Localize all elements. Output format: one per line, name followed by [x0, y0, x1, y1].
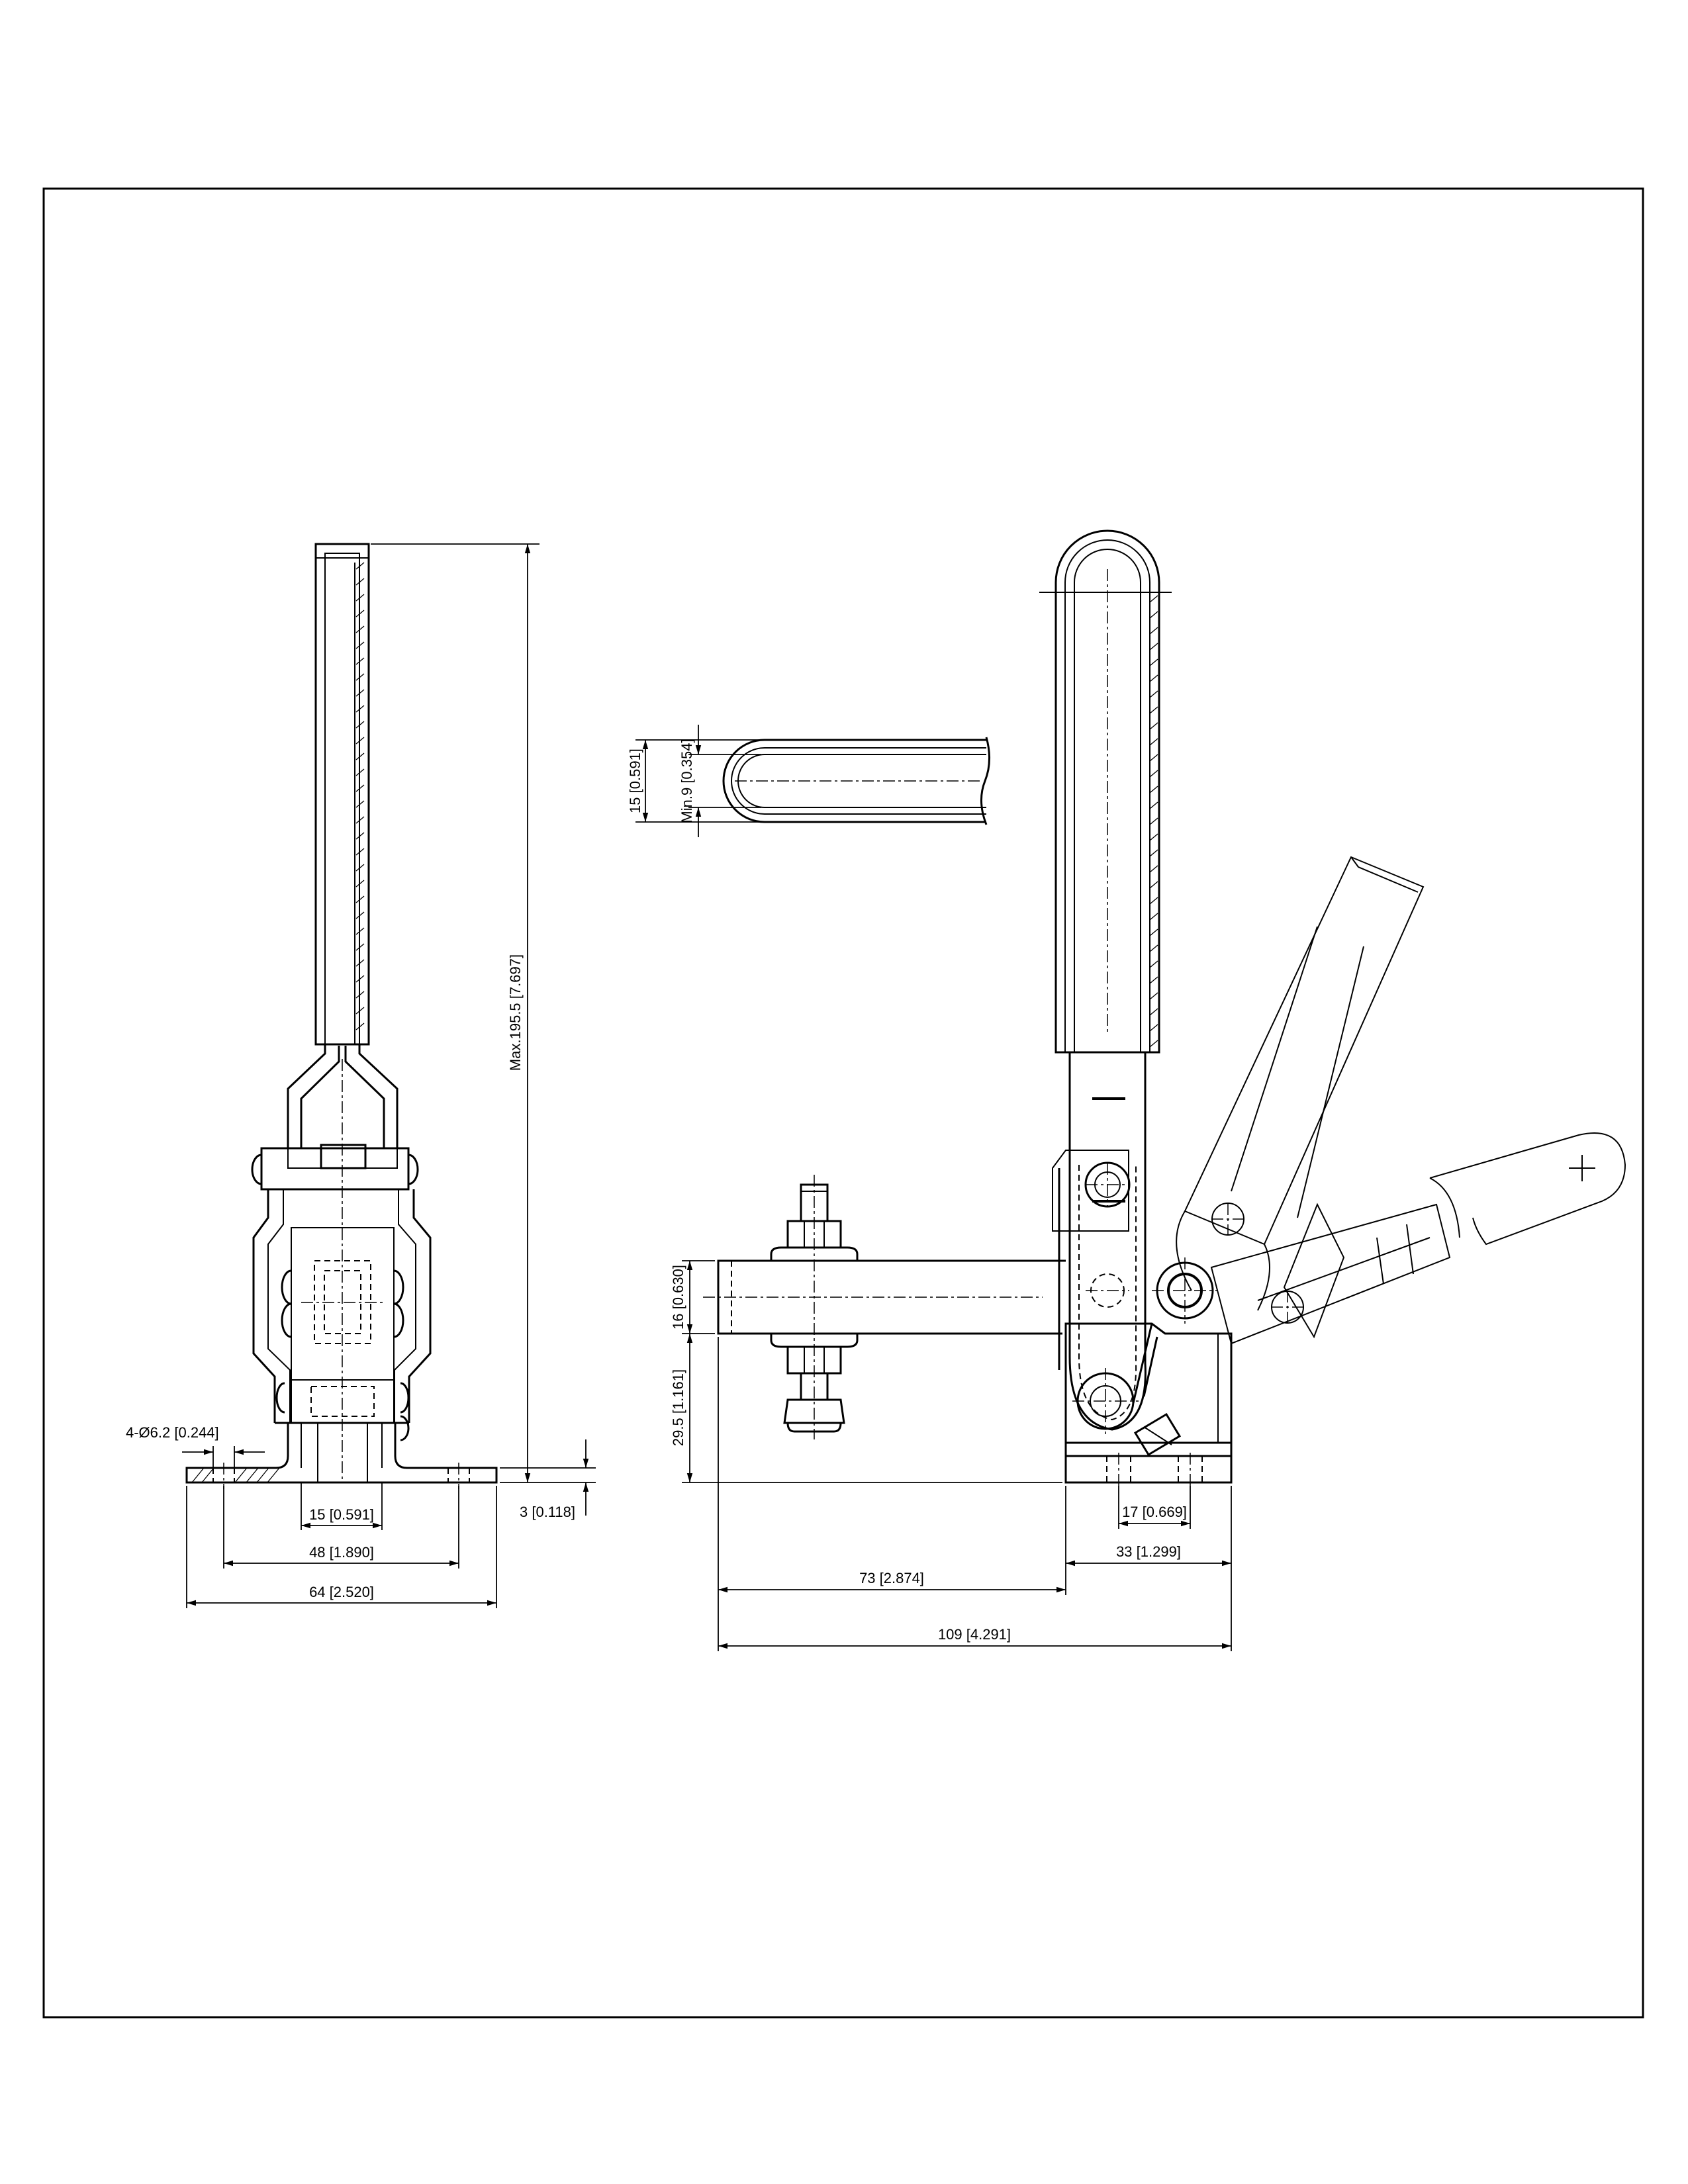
side-dim-overall-109: 109 [4.291] — [938, 1626, 1011, 1643]
detail-view — [635, 725, 991, 837]
side-dim-reach-73: 73 [2.874] — [859, 1570, 924, 1586]
front-body — [252, 1189, 432, 1441]
side-dim-bar-16: 16 [0.630] — [670, 1265, 686, 1330]
detail-dim-radius-min: Min.9 [0.354] — [679, 739, 695, 823]
side-dimensions — [682, 1260, 1232, 1651]
sheet-border — [42, 187, 1644, 2019]
side-handle-grip — [1039, 529, 1172, 1054]
front-view: 4-Ø6.2 [0.244] Max.195.5 [7.697] 3 [0.11… — [126, 543, 596, 1608]
front-handle-arms — [287, 1044, 399, 1148]
front-dimensions — [182, 543, 596, 1608]
side-handle-lower — [1052, 1052, 1147, 1431]
side-view: 16 [0.630] 29.5 [1.161] 17 [0.669] 33 [1… — [670, 529, 1626, 1651]
side-phantom-handle-open — [1210, 1132, 1626, 1345]
side-dim-height-29-5: 29.5 [1.161] — [670, 1369, 686, 1446]
side-spindle — [770, 1175, 859, 1439]
front-base — [185, 1423, 498, 1489]
front-dim-height: Max.195.5 [7.697] — [507, 954, 524, 1071]
side-clamp-bar — [703, 1259, 1066, 1335]
side-dim-base-33: 33 [1.299] — [1116, 1543, 1181, 1560]
front-handle-grip — [314, 543, 370, 1046]
front-upper-clevis — [251, 1144, 419, 1191]
side-phantom-handle-raised — [1176, 856, 1425, 1311]
front-dim-width-64: 64 [2.520] — [309, 1584, 374, 1600]
front-dim-base-thickness: 3 [0.118] — [520, 1504, 575, 1520]
front-dim-width-15: 15 [0.591] — [309, 1506, 374, 1523]
detail-dim-width-15: 15 [0.591] — [627, 749, 643, 813]
side-dim-base-17: 17 [0.669] — [1122, 1504, 1187, 1520]
front-dim-hole: 4-Ø6.2 [0.244] — [126, 1424, 219, 1441]
front-dim-width-48: 48 [1.890] — [309, 1544, 374, 1561]
